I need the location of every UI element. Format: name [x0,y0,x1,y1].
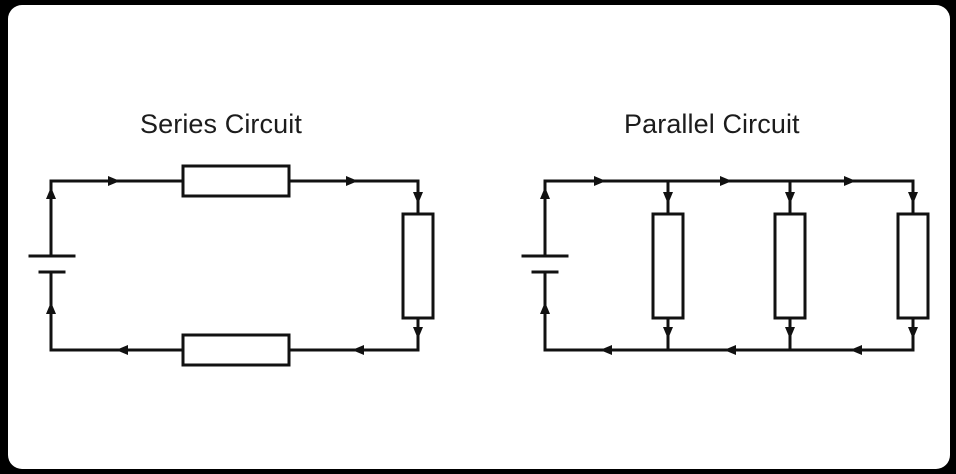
parallel-circuit [521,176,930,355]
series-resistor-top [181,164,291,198]
series-arrow-right-down-1 [413,192,423,204]
parallel-arrow-bottom-1 [600,345,612,355]
series-circuit [28,164,435,367]
series-bottom-wire-left [49,273,185,352]
parallel-arrow-top-1 [594,176,606,186]
parallel-arrow-branch-2-down-bottom [785,327,795,339]
parallel-arrow-branch-2-down-top [785,192,795,204]
parallel-arrow-left-up-bottom [540,302,550,314]
series-circuit-title: Series Circuit [140,109,302,139]
series-arrow-left-up-bottom [46,302,56,314]
series-top-wire [49,179,185,257]
parallel-resistor-1 [651,212,685,320]
parallel-resistor-2 [773,212,807,320]
parallel-arrow-bottom-3 [850,345,862,355]
parallel-arrow-top-2 [720,176,732,186]
parallel-resistor-3 [896,212,930,320]
series-resistor-right [401,212,435,320]
series-arrow-right-down-2 [413,327,423,339]
series-arrow-left-up-top [46,187,56,199]
parallel-arrow-branch-3-down-bottom [908,327,918,339]
series-arrow-bottom-left-2 [116,345,128,355]
parallel-left-top-wire [543,179,915,257]
series-arrow-top-right-1 [108,176,120,186]
series-resistor-bottom [181,333,291,367]
circuits-diagram [28,164,930,367]
parallel-arrow-left-up-top [540,187,550,199]
parallel-arrow-branch-1-down-bottom [663,327,673,339]
parallel-arrow-bottom-2 [724,345,736,355]
parallel-left-bottom-wire [543,273,915,352]
series-arrow-bottom-left-1 [352,345,364,355]
series-arrow-top-right-2 [346,176,358,186]
parallel-arrow-branch-1-down-top [663,192,673,204]
parallel-arrow-branch-3-down-top [908,192,918,204]
parallel-circuit-title: Parallel Circuit [624,109,800,139]
diagram-frame: Series Circuit Parallel Circuit [8,5,950,469]
parallel-arrow-top-3 [844,176,856,186]
